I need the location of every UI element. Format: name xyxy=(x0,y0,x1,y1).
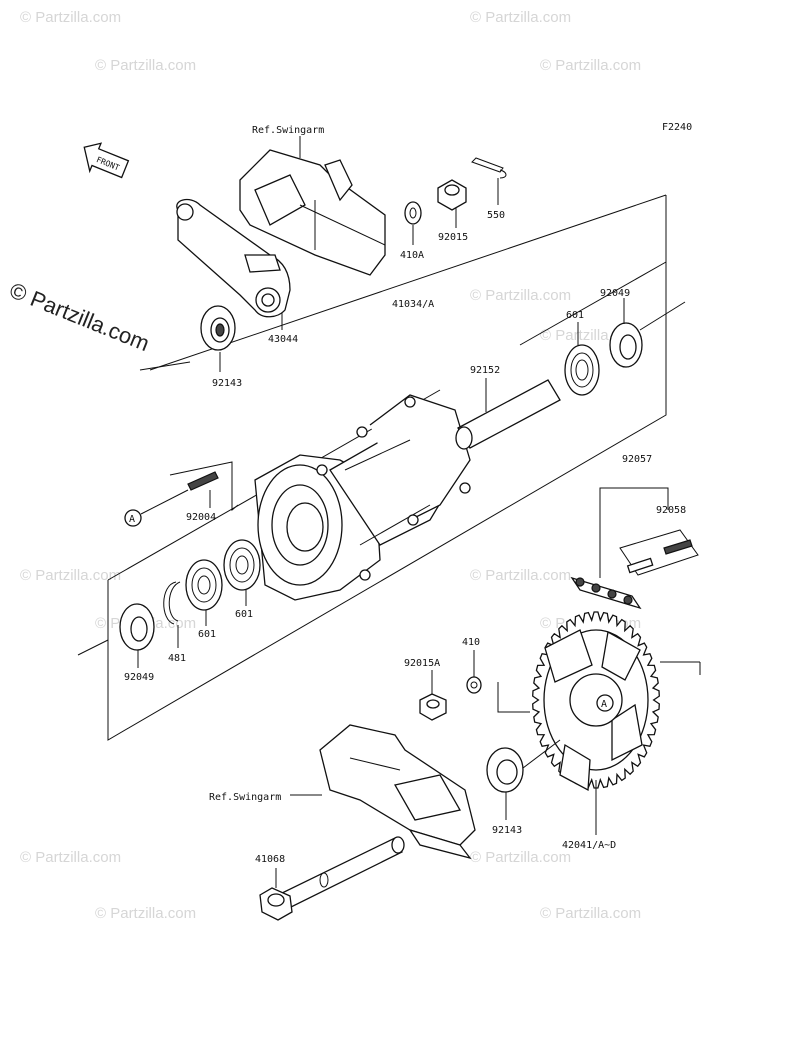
label-92152: 92152 xyxy=(470,365,500,376)
watermark-tile: © Partzilla.com xyxy=(470,567,571,584)
label-550: 550 xyxy=(487,210,505,221)
watermark-tile: © Partzilla.com xyxy=(20,9,121,26)
label-92058: 92058 xyxy=(656,505,686,516)
watermark-main: © Partzilla.com xyxy=(6,277,153,356)
label-92049-top: 92049 xyxy=(600,288,630,299)
cotter-pin-550 xyxy=(471,157,507,179)
watermark-tile: © Partzilla.com xyxy=(540,57,641,74)
swingarm-bracket-bottom xyxy=(319,724,476,860)
figure-code: F2240 xyxy=(662,122,692,133)
swingarm-bracket-top xyxy=(239,149,386,276)
label-41034: 41034/A xyxy=(392,299,434,310)
rear-hub-41034 xyxy=(254,394,471,601)
label-410: 410 xyxy=(462,637,480,648)
reference-marker-left: A xyxy=(124,489,189,527)
label-601-mid: 601 xyxy=(235,609,253,620)
label-601-low: 601 xyxy=(198,629,216,640)
label-92057: 92057 xyxy=(622,454,652,465)
label-41068: 41068 xyxy=(255,854,285,865)
collar-92143-right xyxy=(486,739,561,793)
watermark-tile: © Partzilla.com xyxy=(20,567,121,584)
chain-adjuster-43044 xyxy=(176,198,291,318)
collar-92143-left xyxy=(200,305,236,351)
watermark-tile: © Partzilla.com xyxy=(470,287,571,304)
label-92143-right: 92143 xyxy=(492,825,522,836)
bearing-601-mid xyxy=(223,539,261,591)
label-ref-swingarm-top: Ref.Swingarm xyxy=(252,125,324,136)
label-ref-swingarm-bottom: Ref.Swingarm xyxy=(209,792,281,803)
label-43044: 43044 xyxy=(268,334,298,345)
label-92015: 92015 xyxy=(438,232,468,243)
spacer-92152 xyxy=(455,379,561,450)
nut-92015 xyxy=(437,179,467,211)
watermark-tile: © Partzilla.com xyxy=(540,905,641,922)
label-481: 481 xyxy=(168,653,186,664)
master-link-92058 xyxy=(619,529,699,576)
front-arrow-icon: FRONT xyxy=(83,142,130,179)
sprocket-42041 xyxy=(532,611,660,835)
label-92015A: 92015A xyxy=(404,658,440,669)
washer-410 xyxy=(466,676,482,694)
label-601-top: 601 xyxy=(566,310,584,321)
watermark-tile: © Partzilla.com xyxy=(95,905,196,922)
watermark-tile: © Partzilla.com xyxy=(95,57,196,74)
bearing-601-top xyxy=(564,344,600,396)
snap-ring-481 xyxy=(163,581,181,625)
washer-410A xyxy=(404,201,422,225)
watermark-tile: © Partzilla.com xyxy=(20,849,121,866)
part-labels: Ref.Swingarm 550 92015 410A 43044 92143 … xyxy=(124,125,686,865)
oil-seal-92049-top xyxy=(609,322,643,368)
stud-92004 xyxy=(169,461,239,512)
drive-chain-92057 xyxy=(570,487,669,610)
label-410A: 410A xyxy=(400,250,424,261)
label-92049-bottom: 92049 xyxy=(124,672,154,683)
svg-text:A: A xyxy=(129,514,135,525)
label-92004: 92004 xyxy=(186,512,216,523)
bearing-601-low xyxy=(185,559,223,611)
watermark-tile: © Partzilla.com xyxy=(470,849,571,866)
label-42041: 42041/A~D xyxy=(562,840,616,851)
reference-marker-right: A xyxy=(596,694,614,712)
oil-seal-92049-bottom xyxy=(119,603,155,651)
svg-text:A: A xyxy=(601,699,607,710)
leader-lines xyxy=(137,136,625,888)
label-92143-left: 92143 xyxy=(212,378,242,389)
axle-41068 xyxy=(259,836,405,921)
watermark-tile: © Partzilla.com xyxy=(470,9,571,26)
